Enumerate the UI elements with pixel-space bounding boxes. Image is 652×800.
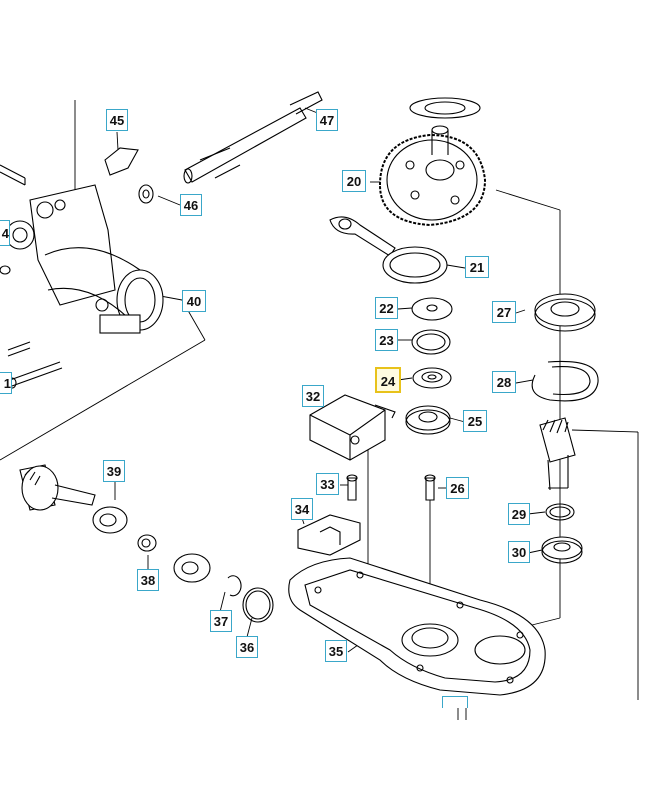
circlip-36-part <box>242 587 274 623</box>
pinion-gear-part <box>19 464 96 511</box>
bearing-39-part <box>92 506 128 534</box>
ring-29-part <box>545 503 575 521</box>
part-label-36[interactable]: 36 <box>236 636 258 658</box>
block-34-part <box>297 514 361 556</box>
part-label-21[interactable]: 21 <box>465 256 489 278</box>
bearing-25-part <box>405 405 451 435</box>
part-label-25[interactable]: 25 <box>463 410 487 432</box>
part-label-1[interactable]: 1 <box>0 372 12 394</box>
ring-23-part <box>411 329 451 355</box>
part-label-34[interactable]: 34 <box>291 498 313 520</box>
part-label-45[interactable]: 45 <box>106 109 128 131</box>
pinion-shaft-part <box>539 417 576 491</box>
part-label-32[interactable]: 32 <box>302 385 324 407</box>
part-label-38[interactable]: 38 <box>137 569 159 591</box>
part-label-28[interactable]: 28 <box>492 371 516 393</box>
part-label-27[interactable]: 27 <box>492 301 516 323</box>
part-label-4[interactable]: 4 <box>0 220 10 246</box>
part-label-39[interactable]: 39 <box>103 460 125 482</box>
part-label-30[interactable]: 30 <box>508 541 530 563</box>
part-label-47[interactable]: 47 <box>316 109 338 131</box>
spacer-38-part <box>137 534 157 552</box>
drive-shaft-part <box>183 91 323 184</box>
bearing-lower-part <box>173 553 211 583</box>
spur-gear-part <box>378 97 487 227</box>
bearing-30-part <box>541 536 583 564</box>
washer-part <box>138 184 154 204</box>
part-label-23[interactable]: 23 <box>375 329 398 351</box>
left-bolts <box>0 164 63 389</box>
bearing-24-part <box>412 367 452 389</box>
connecting-rod-part <box>329 216 448 284</box>
part-label-22[interactable]: 22 <box>375 297 398 319</box>
part-label-37[interactable]: 37 <box>210 610 232 632</box>
part-label-40[interactable]: 40 <box>182 290 206 312</box>
washer-22-part <box>411 297 453 321</box>
bracket-32-part <box>309 394 396 461</box>
base-plate-35-part <box>288 557 546 696</box>
part-label-24[interactable]: 24 <box>375 367 401 393</box>
part-label-offscreen <box>442 696 468 708</box>
motor-housing-part <box>0 184 164 334</box>
circlip-37-part <box>227 575 242 597</box>
circlip-28-part <box>531 360 599 402</box>
part-label-33[interactable]: 33 <box>316 473 339 495</box>
part-label-46[interactable]: 46 <box>180 194 202 216</box>
part-label-35[interactable]: 35 <box>325 640 347 662</box>
screw-33-part <box>346 474 358 501</box>
bearing-27-part <box>534 293 596 332</box>
part-label-20[interactable]: 20 <box>342 170 366 192</box>
screw-26-part <box>424 474 436 501</box>
part-label-29[interactable]: 29 <box>508 503 530 525</box>
part-label-26[interactable]: 26 <box>446 477 469 499</box>
clip-part <box>104 147 139 176</box>
